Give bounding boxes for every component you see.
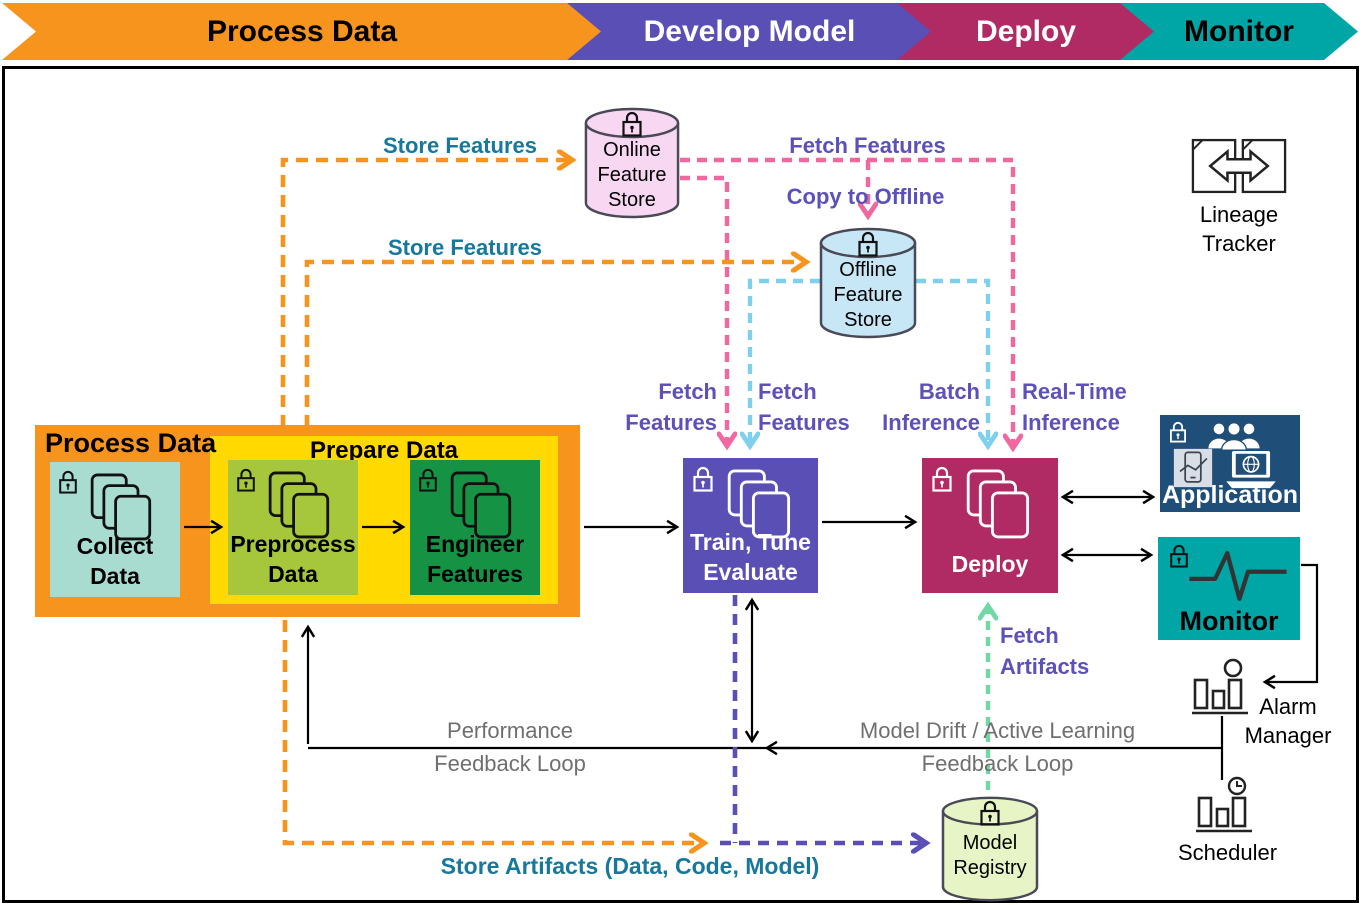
monitor-node: Monitor bbox=[1158, 537, 1300, 640]
node-label: Preprocess Data bbox=[230, 531, 356, 587]
store-label: Model Registry bbox=[953, 832, 1027, 879]
scheduler-label: Scheduler bbox=[1177, 840, 1278, 865]
diagram-frame bbox=[2, 66, 1359, 903]
lock-icon bbox=[1170, 544, 1188, 568]
lock-icon bbox=[59, 470, 77, 494]
node-label: Train, Tune Evaluate bbox=[690, 529, 811, 585]
stage-label: Process Data bbox=[206, 14, 398, 48]
lock-icon bbox=[693, 466, 713, 492]
node-label: Collect Data bbox=[76, 533, 154, 589]
copy-to-offline-label: Copy to Offline bbox=[786, 184, 945, 209]
node-label: Application bbox=[1161, 481, 1299, 509]
deploy-node: Deploy bbox=[922, 458, 1058, 593]
fetch-features-online-label: Fetch Features bbox=[625, 379, 717, 435]
performance-feedback-label: Performance Feedback Loop bbox=[434, 718, 586, 776]
lock-icon bbox=[622, 111, 642, 137]
store-artifacts-label: Store Artifacts (Data, Code, Model) bbox=[440, 853, 820, 879]
stage-label: Monitor bbox=[1184, 14, 1294, 48]
node-label: Engineer Features bbox=[425, 531, 525, 587]
model-drift-feedback-label: Model Drift / Active Learning Feedback L… bbox=[859, 718, 1136, 776]
lock-icon bbox=[237, 468, 255, 492]
lock-icon bbox=[980, 800, 1000, 826]
users-icon bbox=[1208, 422, 1260, 451]
lock-icon bbox=[419, 468, 437, 492]
stage-label: Deploy bbox=[975, 14, 1077, 48]
realtime-inference-label: Real-Time Inference bbox=[1022, 379, 1127, 435]
alarm-manager-label: Alarm Manager bbox=[1244, 694, 1332, 748]
lock-icon bbox=[858, 231, 878, 257]
node-label: Deploy bbox=[951, 551, 1029, 577]
node-label: Monitor bbox=[1179, 606, 1279, 636]
stage-chevron-develop-model: Develop Model bbox=[567, 3, 932, 60]
batch-inference-label: Batch Inference bbox=[882, 379, 980, 435]
database-cylinder-icon bbox=[941, 796, 1039, 902]
stage-label: Develop Model bbox=[643, 14, 856, 48]
stage-chevron-process-data: Process Data bbox=[2, 3, 602, 60]
process-data-group-title: Process Data bbox=[45, 428, 217, 458]
lock-icon bbox=[932, 466, 952, 492]
lock-icon bbox=[1170, 421, 1186, 443]
offline-feature-store: Offline Feature Store bbox=[818, 226, 918, 340]
model-registry: Model Registry bbox=[940, 795, 1040, 903]
fetch-artifacts-label: Fetch Artifacts bbox=[1000, 623, 1090, 679]
mobile-analytics-icon bbox=[1173, 448, 1213, 488]
lineage-tracker-label: Lineage Tracker bbox=[1199, 202, 1279, 256]
application-node: Application bbox=[1160, 415, 1300, 512]
train-tune-evaluate-node: Train, Tune Evaluate bbox=[683, 458, 818, 593]
preprocess-data-node: Preprocess Data bbox=[228, 460, 358, 595]
scheduler-icon bbox=[1196, 776, 1252, 836]
engineer-features-node: Engineer Features bbox=[410, 460, 540, 595]
pulse-icon bbox=[1189, 551, 1287, 601]
stage-chevron-deploy: Deploy bbox=[897, 3, 1155, 60]
store-label: Online Feature Store bbox=[597, 139, 667, 211]
documents-icon bbox=[450, 471, 512, 539]
prepare-data-group-title: Prepare Data bbox=[309, 437, 459, 464]
store-label: Offline Feature Store bbox=[833, 259, 903, 331]
stage-chevron-monitor: Monitor bbox=[1120, 3, 1358, 60]
fetch-features-top-label: Fetch Features bbox=[789, 133, 946, 158]
documents-icon bbox=[966, 469, 1030, 539]
store-features-offline-label: Store Features bbox=[387, 235, 543, 260]
documents-icon bbox=[90, 473, 152, 541]
documents-icon bbox=[727, 469, 791, 539]
store-features-online-label: Store Features bbox=[382, 133, 538, 158]
collect-data-node: Collect Data bbox=[50, 462, 180, 597]
documents-icon bbox=[268, 471, 330, 539]
online-feature-store: Online Feature Store bbox=[583, 106, 681, 220]
lineage-tracker-icon bbox=[1191, 137, 1287, 195]
web-app-icon bbox=[1226, 450, 1276, 489]
alarm-manager-icon bbox=[1192, 658, 1248, 718]
